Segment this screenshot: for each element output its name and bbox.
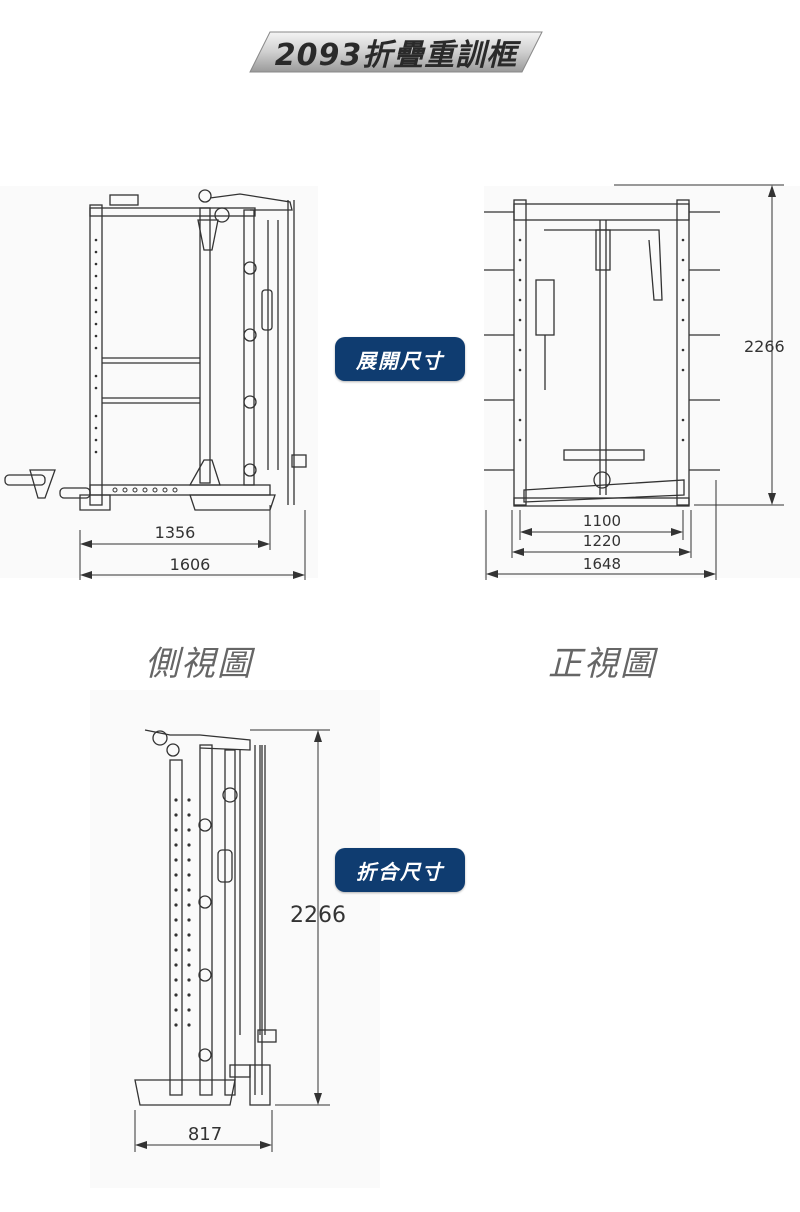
- title-banner-shape: [249, 31, 543, 73]
- title-banner: 2093折疊重訓框: [248, 28, 544, 76]
- front-dim-1648: 1648: [583, 555, 621, 573]
- page-title: 2093折疊重訓框: [274, 38, 518, 73]
- front-dim-1220: 1220: [583, 532, 621, 550]
- folded-dim-width: 817: [188, 1124, 222, 1145]
- front-dim-height: 2266: [744, 337, 785, 356]
- front-dim-1100: 1100: [583, 512, 621, 530]
- front-right-upright: [676, 199, 690, 506]
- folded-dim-height: 2266: [290, 903, 346, 928]
- side-left-upright: [89, 204, 103, 506]
- front-left-upright: [513, 199, 527, 506]
- front-view-background: [484, 186, 800, 578]
- front-top-crossbar: [513, 203, 690, 221]
- side-view-label: 側視圖: [145, 644, 253, 684]
- side-view-drawing: 1356 1606: [4, 189, 307, 580]
- folded-view-drawing: 2266 817: [134, 729, 346, 1152]
- front-view-label: 正視圖: [548, 644, 656, 684]
- side-dim-total: 1606: [170, 555, 211, 574]
- folded-left-upright: [169, 759, 183, 1096]
- side-middle-upright: [199, 207, 211, 484]
- side-dim-inner: 1356: [155, 523, 196, 542]
- side-view-background: [0, 186, 318, 578]
- folded-size-badge: 折合尺寸: [335, 848, 465, 892]
- side-top-rail: [89, 207, 256, 217]
- folded-right-upright: [224, 749, 236, 1096]
- folded-middle-upright: [199, 744, 213, 1096]
- front-view-drawing: 2266 1100 1220 1648: [484, 184, 785, 580]
- side-right-upright: [243, 209, 255, 486]
- expanded-size-badge: 展開尺寸: [335, 337, 465, 381]
